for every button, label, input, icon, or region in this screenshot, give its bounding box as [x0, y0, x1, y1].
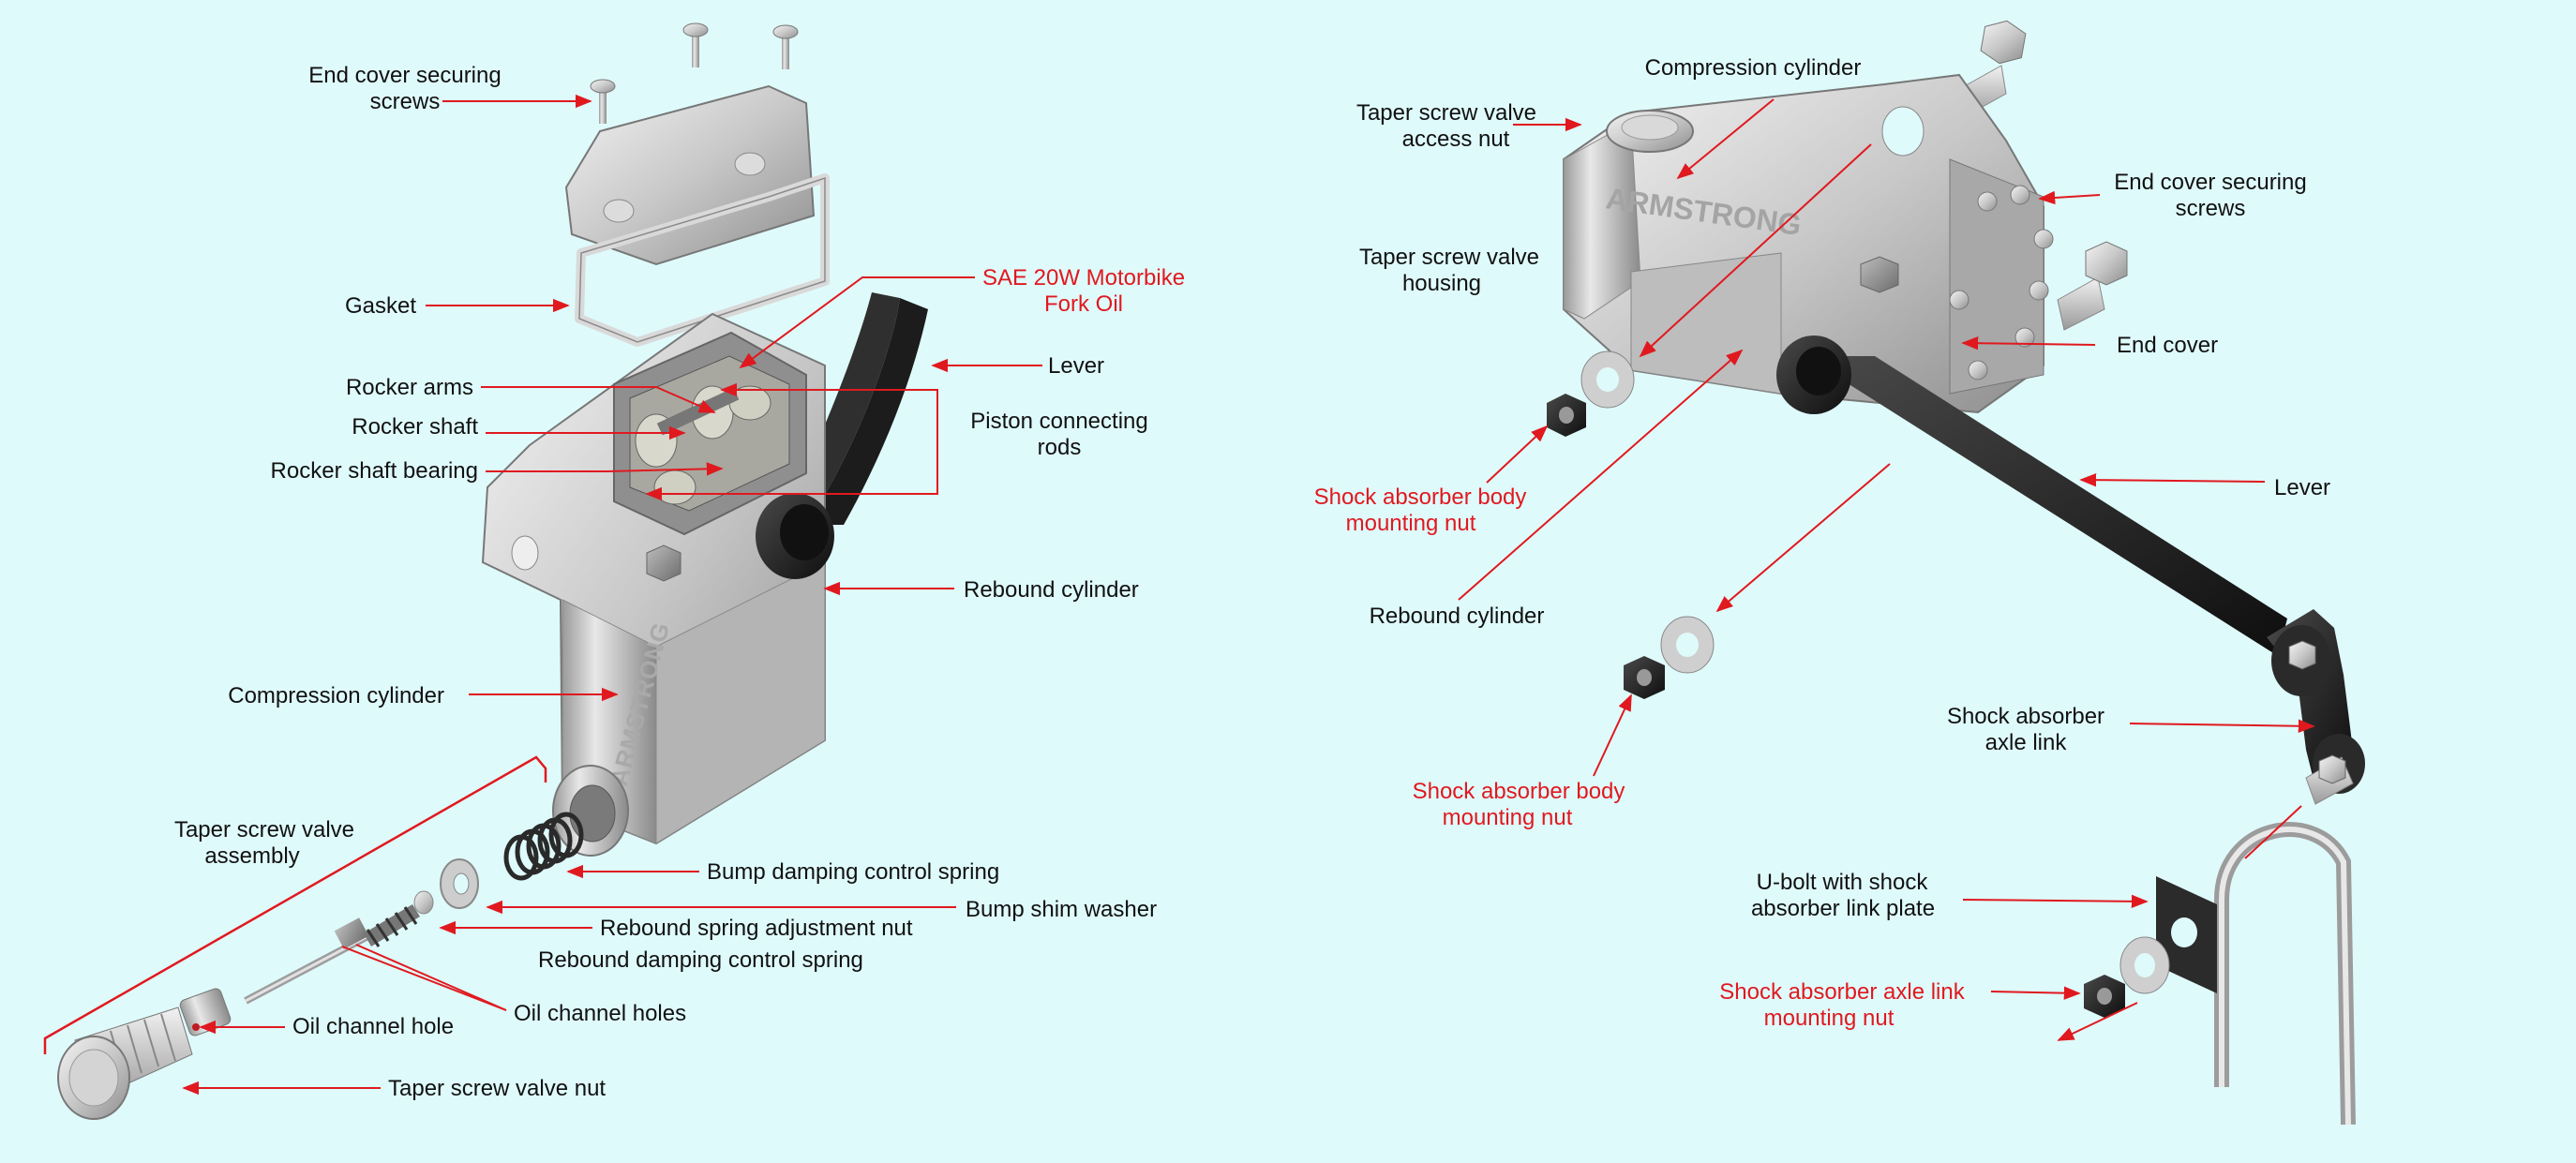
label-taper-assembly-2: assembly: [204, 843, 299, 869]
exploded-view: ARMSTRONG: [43, 22, 1185, 1120]
label-rebound-cylinder-r: Rebound cylinder: [1370, 604, 1545, 629]
label-valve-housing-1: Taper screw valve: [1359, 245, 1539, 270]
label-rocker-arms: Rocker arms: [346, 375, 473, 400]
label-rebound-spring: Rebound damping control spring: [538, 947, 863, 973]
label-piston-rods-1: Piston connecting: [970, 409, 1147, 434]
label-body-nut-top-2: mounting nut: [1346, 511, 1476, 536]
label-compression-cylinder-r: Compression cylinder: [1645, 55, 1862, 81]
assembled-labels: Compression cylinder Taper screw valve a…: [1314, 55, 2330, 1031]
assembled-lever: [1805, 356, 2287, 656]
taper-assembly-bracket: [43, 755, 547, 1054]
label-axle-nut-1: Shock absorber axle link: [1719, 979, 1965, 1005]
label-lever-r: Lever: [2274, 475, 2330, 500]
label-taper-assembly-1: Taper screw valve: [174, 817, 354, 842]
lever-rubber-bush: [1776, 335, 1851, 414]
assembled-body: ARMSTRONG: [1563, 73, 2054, 414]
assembled-leader-lines: [1458, 98, 2315, 1041]
rebound-spring-assembly: [244, 890, 434, 1005]
axle-link-mounting-nut: [2084, 936, 2170, 1018]
label-end-cover-screws-1: End cover securing: [308, 63, 501, 88]
label-oil-1: SAE 20W Motorbike: [982, 265, 1185, 291]
assembled-view: ARMSTRONG: [1314, 20, 2365, 1126]
body-mounting-nut-bottom: [1624, 616, 1715, 699]
label-rebound-nut: Rebound spring adjustment nut: [600, 916, 913, 941]
label-ubolt-1: U-bolt with shock: [1757, 870, 1929, 895]
label-oil-channel-holes: Oil channel holes: [514, 1001, 686, 1026]
label-ubolt-2: absorber link plate: [1751, 896, 1935, 921]
rebound-cylinder-bush: [756, 493, 834, 579]
side-hex-bolt: [2057, 241, 2128, 331]
label-taper-valve-nut: Taper screw valve nut: [388, 1076, 606, 1101]
label-gasket: Gasket: [345, 293, 416, 319]
taper-screw-valve-nut: [57, 1006, 193, 1120]
label-axle-link-2: axle link: [1985, 730, 2068, 755]
label-rebound-cylinder: Rebound cylinder: [964, 577, 1139, 603]
bump-shim-washer: [440, 858, 479, 909]
label-bump-spring: Bump damping control spring: [707, 859, 999, 885]
shock-absorber-body: ARMSTRONG: [481, 312, 826, 857]
bump-damping-spring: [503, 812, 584, 881]
label-valve-housing-2: housing: [1402, 271, 1481, 296]
label-body-nut-bottom-1: Shock absorber body: [1413, 779, 1625, 804]
label-end-cover-screws-r1: End cover securing: [2114, 170, 2306, 195]
label-axle-link-1: Shock absorber: [1947, 704, 2104, 729]
label-rocker-shaft-bearing: Rocker shaft bearing: [271, 458, 478, 484]
label-compression-cylinder: Compression cylinder: [228, 683, 444, 708]
u-bolt: [2156, 822, 2356, 1126]
label-axle-nut-2: mounting nut: [1764, 1006, 1895, 1031]
axle-link: [2267, 609, 2365, 805]
body-mounting-nut-top: [1547, 350, 1635, 437]
label-body-nut-bottom-2: mounting nut: [1443, 805, 1573, 830]
exploded-labels: End cover securing screws Gasket SAE 20W…: [174, 63, 1185, 1101]
label-body-nut-top-1: Shock absorber body: [1314, 485, 1527, 510]
exploded-leader-lines: [182, 94, 1042, 1096]
label-bump-washer: Bump shim washer: [966, 897, 1157, 922]
label-piston-rods-2: rods: [1038, 435, 1082, 460]
label-end-cover-screws-2: screws: [370, 89, 441, 114]
label-access-nut-2: access nut: [1402, 127, 1510, 152]
label-rocker-shaft: Rocker shaft: [352, 414, 478, 440]
label-end-cover-screws-r2: screws: [2176, 196, 2246, 221]
taper-valve-body: [179, 988, 232, 1036]
label-oil-channel-hole: Oil channel hole: [292, 1014, 454, 1039]
label-oil-2: Fork Oil: [1044, 291, 1123, 317]
label-end-cover: End cover: [2117, 333, 2218, 358]
end-cover-plate: [564, 84, 816, 266]
label-lever: Lever: [1048, 353, 1104, 379]
label-access-nut-1: Taper screw valve: [1356, 100, 1536, 126]
